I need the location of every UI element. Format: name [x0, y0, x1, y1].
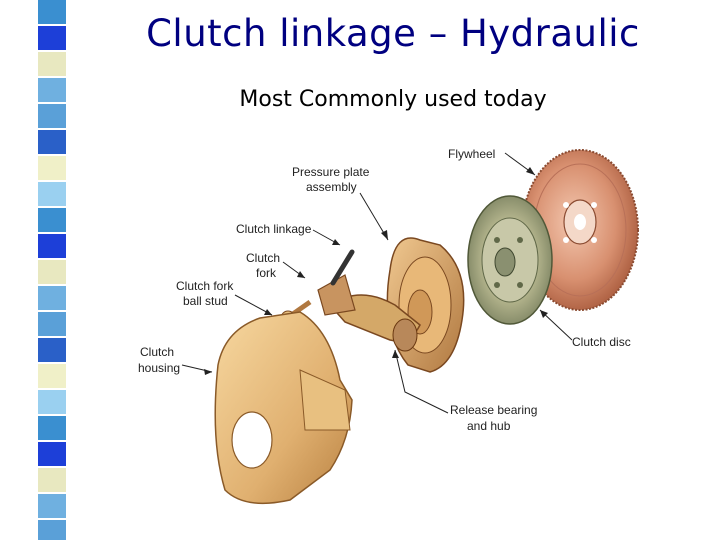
label-pressure-plate-2: assembly — [306, 180, 357, 194]
pressure-plate-part — [386, 237, 465, 373]
stripe-block — [38, 182, 66, 206]
label-clutch-housing-2: housing — [138, 361, 180, 375]
slide-subtitle: Most Commonly used today — [239, 87, 547, 112]
stripe-block — [38, 26, 66, 50]
label-fork-ball-stud: Clutch fork — [176, 279, 234, 293]
label-pressure-plate: Pressure plate — [292, 165, 370, 179]
label-clutch-linkage: Clutch linkage — [236, 222, 312, 236]
stripe-block — [38, 78, 66, 102]
label-clutch-fork: Clutch — [246, 251, 280, 265]
stripe-block — [38, 156, 66, 180]
label-release-bearing-2: and hub — [467, 419, 511, 433]
stripe-block — [38, 416, 66, 440]
label-release-bearing: Release bearing — [450, 403, 537, 417]
slide-title: Clutch linkage – Hydraulic — [146, 12, 640, 55]
stripe-block — [38, 468, 66, 492]
stripe-block — [38, 104, 66, 128]
stripe-block — [38, 234, 66, 258]
stripe-block — [38, 312, 66, 336]
label-flywheel: Flywheel — [448, 147, 495, 161]
clutch-disc-part — [467, 195, 553, 325]
clutch-housing-part — [214, 311, 353, 505]
stripe-block — [38, 260, 66, 284]
leader-arrowheads — [204, 167, 548, 375]
stripe-block — [38, 52, 66, 76]
stripe-block — [38, 442, 66, 466]
stripe-block — [38, 286, 66, 310]
stripe-block — [38, 208, 66, 232]
label-clutch-housing: Clutch — [140, 345, 174, 359]
clutch-linkage-rod — [330, 249, 355, 286]
label-fork-ball-stud-2: ball stud — [183, 294, 228, 308]
stripe-block — [38, 338, 66, 362]
release-bearing-part — [317, 274, 421, 352]
stripe-block — [38, 494, 66, 518]
stripe-block — [38, 130, 66, 154]
stripe-block — [38, 364, 66, 388]
stripe-block — [38, 520, 66, 540]
stripe-block — [38, 0, 66, 24]
label-clutch-disc: Clutch disc — [572, 335, 631, 349]
stripe-block — [38, 390, 66, 414]
clutch-diagram: Flywheel Pressure plate assembly Clutch … — [138, 147, 639, 505]
decorative-stripe — [38, 0, 66, 540]
label-clutch-fork-2: fork — [256, 266, 277, 280]
